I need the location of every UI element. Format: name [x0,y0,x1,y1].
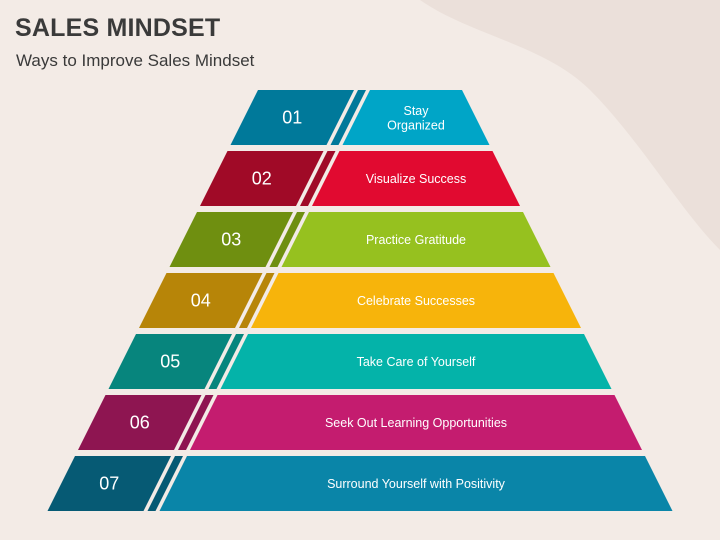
tier-separator-stripe [178,395,214,450]
tier-separator-stripe [239,273,275,328]
tier-separator-stripe [300,151,336,206]
tier-number: 04 [191,291,211,311]
tier-label: Practice Gratitude [366,233,466,247]
tier-number-block [78,395,202,450]
tier-number: 03 [221,230,241,250]
tier-label: Surround Yourself with Positivity [327,477,506,491]
pyramid-tier-05: 05 Take Care of Yourself [108,334,612,389]
tier-separator-stripe [147,456,183,511]
tier-number: 05 [160,352,180,372]
slide-subtitle: Ways to Improve Sales Mindset [16,51,255,70]
tier-label-block [281,212,551,267]
tier-separator-stripe [330,90,366,145]
pyramid-tier-07: 07 Surround Yourself with Positivity [47,456,673,511]
tier-number-block [139,273,263,328]
tier-separator-stripe [208,334,244,389]
tier-label: Take Care of Yourself [357,355,476,369]
tier-separator-stripe [269,212,305,267]
tier-label: Celebrate Successes [357,294,475,308]
tier-number-block [108,334,232,389]
pyramid-tier-06: 06 Seek Out Learning Opportunities [78,395,642,450]
tier-label-block [190,395,642,450]
tier-label: Visualize Success [366,172,467,186]
tier-number-block [230,90,354,145]
pyramid-tier-03: 03 Practice Gratitude [169,212,551,267]
slide-title: SALES MINDSET [15,14,221,42]
tier-number-block [47,456,171,511]
tier-label: Seek Out Learning Opportunities [325,416,507,430]
tier-label-block [220,334,612,389]
pyramid-tier-02: 02 Visualize Success [200,151,520,206]
tier-number: 06 [130,413,150,433]
tier-number: 07 [99,474,119,494]
tier-label-block [312,151,520,206]
tier-number-block [200,151,324,206]
tier-number-block [169,212,293,267]
tier-label-block [342,90,490,145]
tier-label-block [251,273,581,328]
pyramid-tier-04: 04 Celebrate Successes [139,273,581,328]
tier-number: 02 [252,169,272,189]
tier-number: 01 [282,108,302,128]
tier-label-block [159,456,673,511]
